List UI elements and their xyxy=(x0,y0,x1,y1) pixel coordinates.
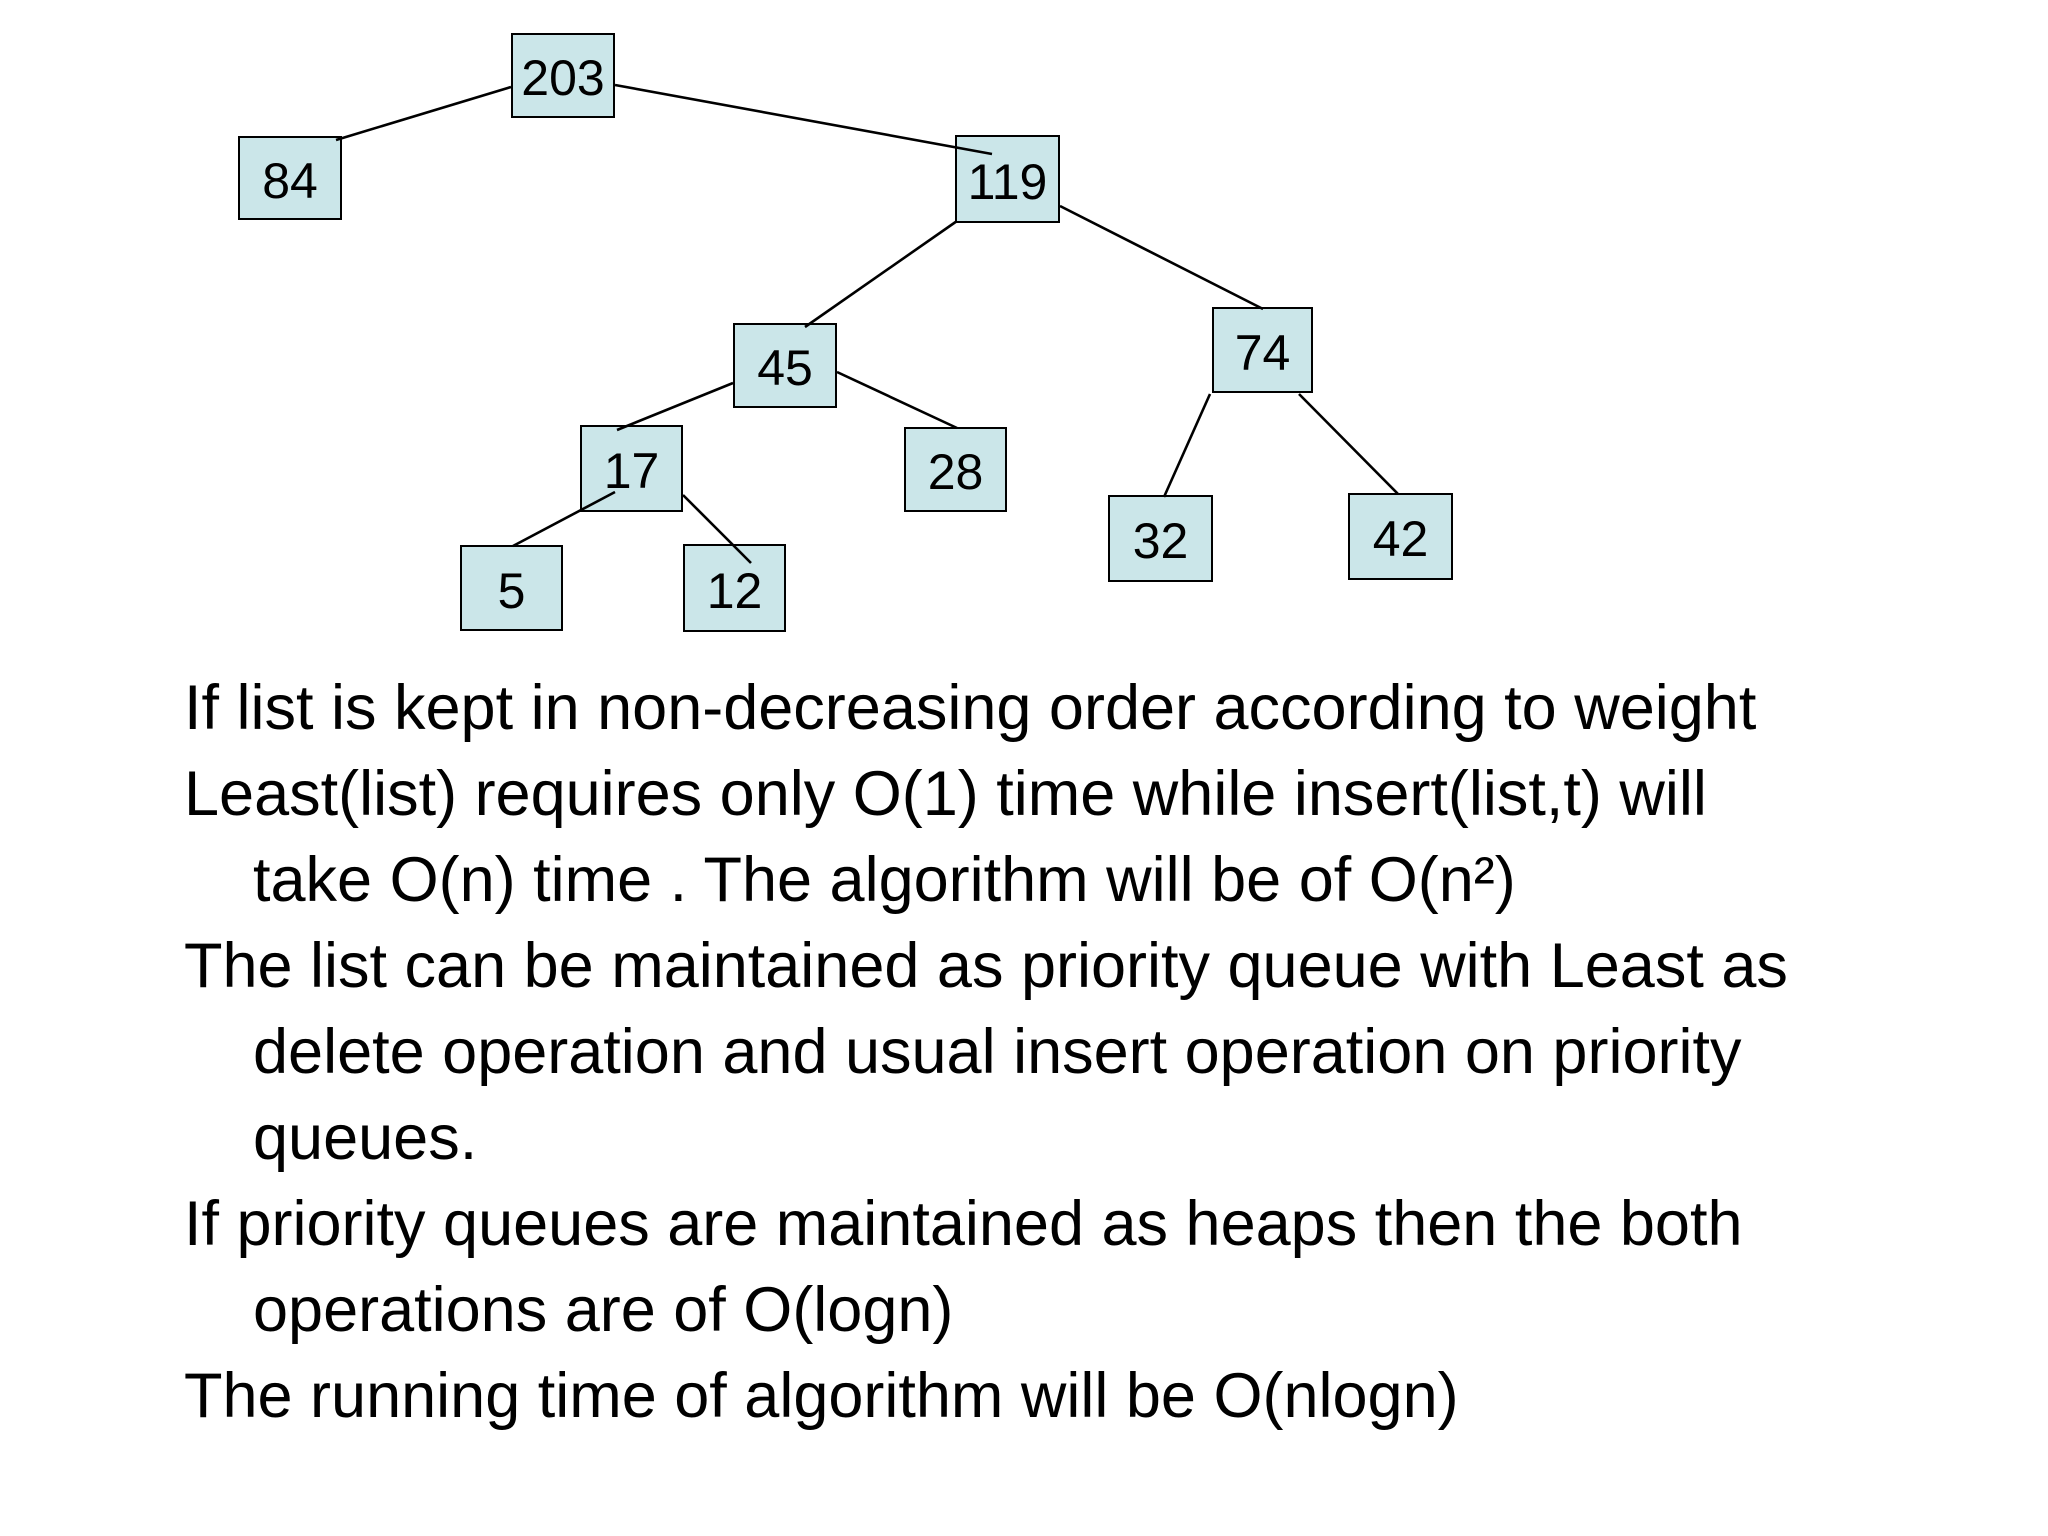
slide-text-line-6: queues. xyxy=(253,1103,478,1173)
slide-text-line-3: take O(n) time . The algorithm will be o… xyxy=(253,845,1516,915)
tree-edge-203-84 xyxy=(335,85,512,142)
tree-edge-74-32 xyxy=(1162,393,1212,498)
tree-edge-45-17 xyxy=(616,381,734,432)
tree-node-12: 12 xyxy=(683,544,786,632)
tree-edge-74-42 xyxy=(1298,393,1399,495)
tree-edge-203-119 xyxy=(614,83,993,156)
tree-node-32: 32 xyxy=(1108,495,1213,582)
tree-node-28: 28 xyxy=(904,427,1007,512)
tree-node-45: 45 xyxy=(733,323,837,408)
tree-node-42: 42 xyxy=(1348,493,1453,580)
slide-text-line-1: If list is kept in non-decreasing order … xyxy=(184,673,1757,743)
tree-node-17: 17 xyxy=(580,425,683,512)
slide-text-line-5: delete operation and usual insert operat… xyxy=(253,1017,1742,1087)
tree-edge-45-28 xyxy=(836,370,958,430)
slide-body-text: If list is kept in non-decreasing order … xyxy=(184,665,1788,1439)
tree-node-119: 119 xyxy=(955,135,1060,223)
tree-edge-119-45 xyxy=(804,219,958,329)
tree-edge-119-74 xyxy=(1059,204,1264,311)
slide-text-line-8: operations are of O(logn) xyxy=(253,1275,954,1345)
slide-text-line-7: If priority queues are maintained as hea… xyxy=(184,1189,1743,1259)
tree-node-84: 84 xyxy=(238,136,342,220)
slide-text-line-4: The list can be maintained as priority q… xyxy=(184,931,1788,1001)
tree-node-74: 74 xyxy=(1212,307,1313,393)
tree-node-5: 5 xyxy=(460,545,563,631)
slide-text-line-9: The running time of algorithm will be O(… xyxy=(184,1361,1459,1431)
slide-text-line-2: Least(list) requires only O(1) time whil… xyxy=(184,759,1707,829)
tree-node-203: 203 xyxy=(511,33,615,118)
